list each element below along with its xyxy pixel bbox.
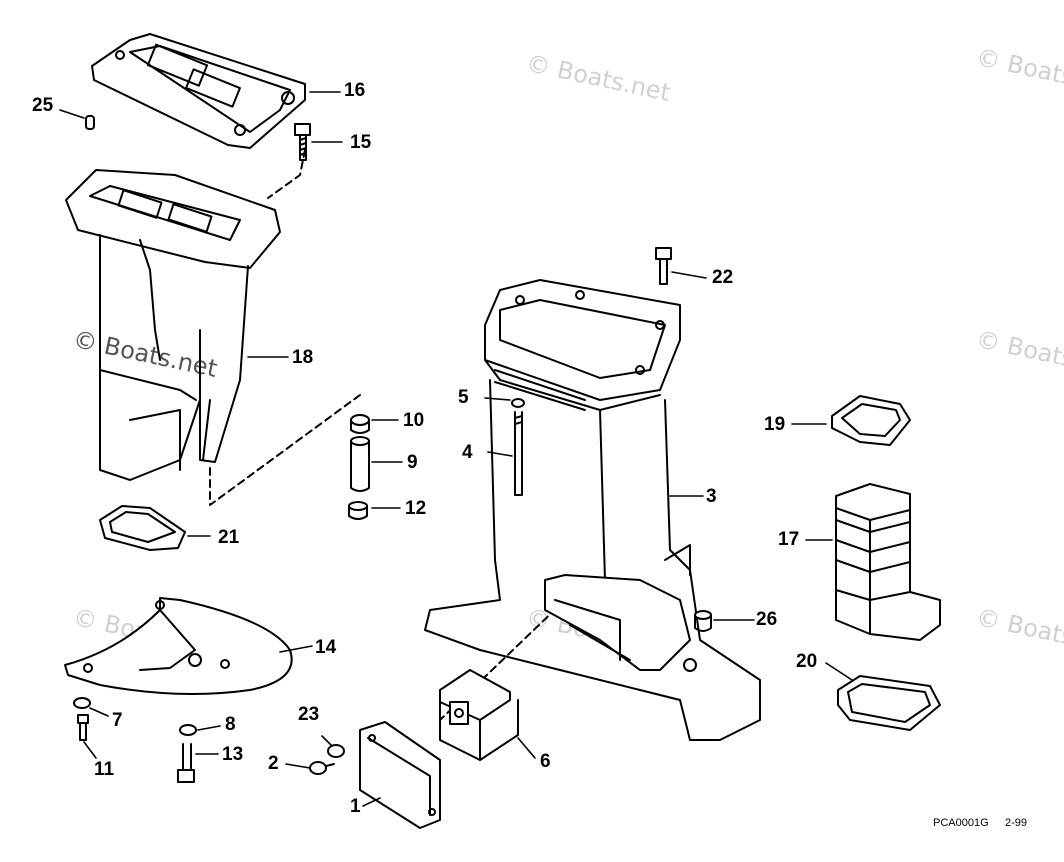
- callout-20: 20: [796, 651, 818, 672]
- pin-25: [85, 115, 95, 130]
- seal-19: [831, 395, 911, 446]
- exhaust-housing-3: [424, 279, 761, 741]
- callout-9: 9: [407, 452, 418, 473]
- nut-8: [179, 724, 197, 736]
- figure-code: PCA0001G: [933, 817, 989, 829]
- callout-2: 2: [268, 753, 279, 774]
- callout-7: 7: [112, 710, 123, 731]
- callout-11: 11: [94, 759, 115, 780]
- callout-23: 23: [298, 704, 320, 725]
- figure-date: 2-99: [1005, 817, 1028, 829]
- callout-4: 4: [462, 442, 473, 463]
- callout-5: 5: [458, 387, 469, 408]
- callout-8: 8: [225, 714, 236, 735]
- callout-10: 10: [403, 410, 425, 431]
- leader-lines: [59, 91, 853, 807]
- gasket-16: [91, 33, 306, 149]
- washer-7: [73, 697, 91, 709]
- seal-21: [99, 505, 186, 551]
- callout-19: 19: [764, 414, 786, 435]
- stud-4: [514, 411, 523, 496]
- bushing-10: [350, 414, 370, 426]
- cover-1: [359, 721, 441, 829]
- bushing-12: [348, 501, 368, 520]
- anti-cavitation-plate-14: [64, 597, 293, 695]
- mount-6: [439, 669, 519, 761]
- callout-21: 21: [218, 527, 240, 548]
- washer-5: [511, 398, 525, 408]
- screw-2: [309, 761, 335, 775]
- sleeve-9: [350, 436, 370, 492]
- exhaust-adapter-18: [65, 169, 281, 481]
- callout-3: 3: [706, 486, 717, 507]
- bolt-11: [77, 714, 89, 741]
- callout-17: 17: [778, 529, 800, 550]
- washer-23: [327, 744, 345, 758]
- exhaust-tube-17: [835, 483, 941, 641]
- plug-26: [694, 610, 712, 632]
- callout-6: 6: [540, 751, 551, 772]
- callout-12: 12: [405, 498, 427, 519]
- callout-15: 15: [350, 132, 372, 153]
- seal-20: [837, 675, 941, 731]
- bolt-22: [655, 247, 672, 285]
- callout-14: 14: [315, 637, 337, 658]
- callout-22: 22: [712, 267, 734, 288]
- callout-26: 26: [756, 609, 778, 630]
- callout-18: 18: [292, 347, 314, 368]
- bolt-13: [177, 743, 195, 783]
- bolt-15: [294, 123, 311, 161]
- callout-16: 16: [344, 80, 366, 101]
- callout-1: 1: [350, 796, 361, 817]
- callout-25: 25: [32, 95, 54, 116]
- callout-13: 13: [222, 744, 244, 765]
